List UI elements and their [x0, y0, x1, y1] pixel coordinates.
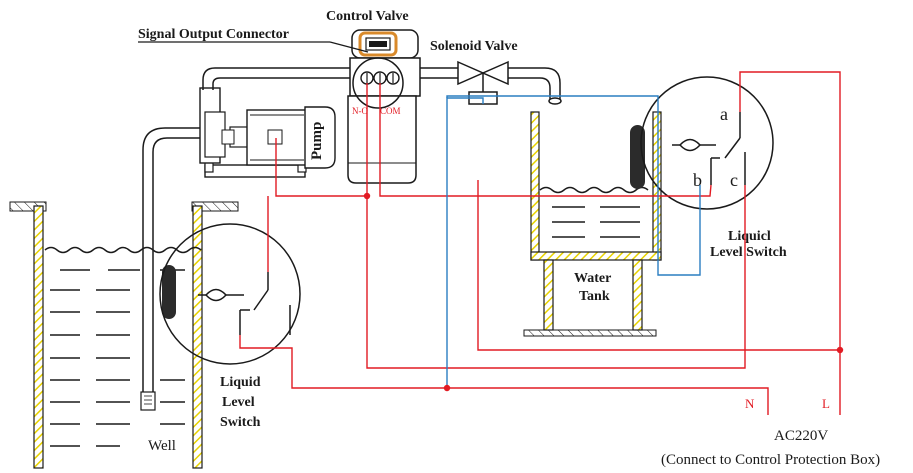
discharge-pipe [202, 67, 562, 105]
n-terminal-label: N [745, 396, 755, 411]
solenoid-valve-label: Solenoid Valve [430, 39, 518, 54]
well: Well [9, 201, 239, 469]
well-switch-label-3: Switch [220, 415, 261, 430]
ground-left [9, 201, 47, 212]
switch-c-label: c [730, 170, 738, 190]
pump-label: Pump [309, 122, 325, 160]
pump-motor-icon: Pump [199, 87, 336, 178]
power-label: AC220V [774, 428, 828, 444]
tank-ground [523, 329, 657, 337]
water-surface-icon [539, 186, 649, 194]
signal-output-leader-2 [329, 41, 369, 53]
well-float-icon [162, 265, 176, 319]
com-terminal-label: COM [380, 106, 401, 116]
foot-valve [140, 391, 156, 411]
signal-output-connector-label: Signal Output Connector [138, 27, 289, 42]
control-valve-icon: N-O COM [347, 29, 421, 184]
well-wall-left [33, 205, 44, 469]
suction-pipe [140, 127, 200, 411]
control-valve-label: Control Valve [326, 9, 409, 24]
red-wiring [239, 71, 841, 415]
water-tank-label-1: Water [574, 271, 611, 286]
switch-a-label: a [720, 104, 728, 124]
switch-b-label: b [693, 170, 702, 190]
tank-water-lines [552, 206, 640, 238]
well-label: Well [148, 438, 176, 454]
water-tank-label-2: Tank [579, 289, 610, 304]
no-terminal-label: N-O [352, 106, 368, 116]
float-switch-icon [198, 288, 244, 302]
junction-dots [363, 192, 844, 392]
terminal-callout [352, 57, 404, 109]
well-level-switch-callout: Liquid Level Switch [159, 223, 301, 430]
float-switch-icon [672, 138, 716, 152]
l-terminal-label: L [822, 396, 830, 411]
blue-wiring [446, 95, 701, 388]
well-switch-label-2: Level [222, 395, 255, 410]
well-water-lines [50, 269, 185, 447]
ground-right [191, 201, 239, 212]
tank-switch-label-2: Level Switch [710, 245, 787, 260]
tank-switch-label-1: Liquicl [728, 229, 771, 244]
well-switch-label-1: Liquid [220, 375, 261, 390]
well-wall-right [192, 205, 203, 469]
tank-level-switch-callout: a b c Liquicl Level Switch [640, 76, 787, 260]
valve-terminals [360, 71, 400, 85]
power-note-label: (Connect to Control Protection Box) [661, 452, 880, 468]
